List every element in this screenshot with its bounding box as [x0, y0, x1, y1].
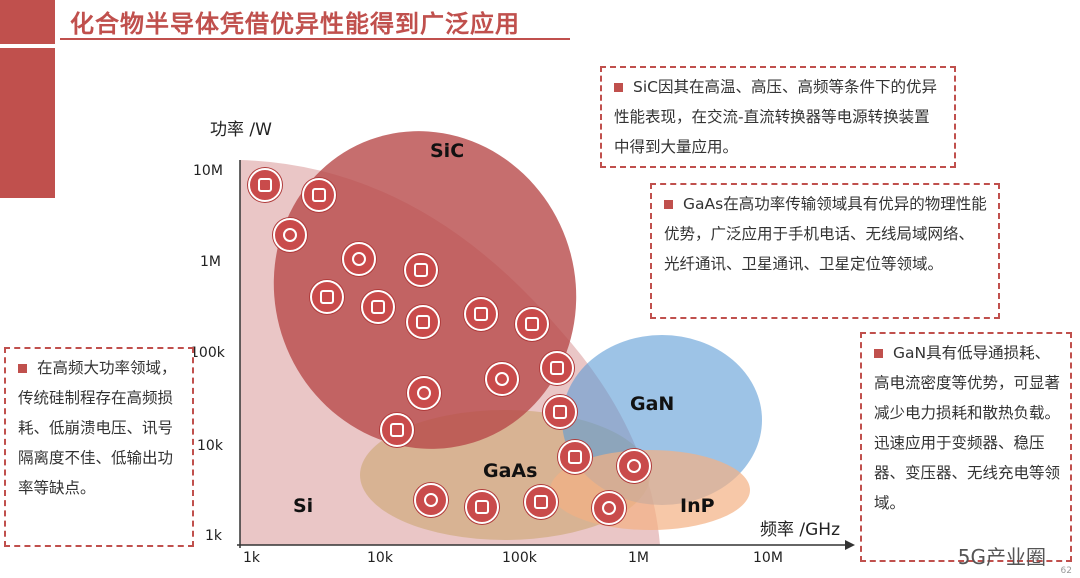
car-icon — [404, 253, 438, 287]
x-tick-1k: 1k — [243, 550, 261, 566]
gan-description-text: GaN具有低导通损耗、高电流密度等优势，可显著减少电力损耗和散热负载。迅速应用于… — [874, 344, 1061, 512]
y-tick-1k: 1k — [205, 528, 223, 544]
x-axis-arrow — [845, 540, 855, 550]
si-label: Si — [293, 495, 314, 517]
title-underline — [60, 38, 570, 40]
page-title: 化合物半导体凭借优异性能得到广泛应用 — [70, 10, 520, 38]
light-bulb-icon — [543, 395, 577, 429]
si-description-box: 在高频大功率领域，传统硅制程存在高频损耗、低崩溃电压、讯号隔离度不佳、低输出功率… — [4, 347, 194, 547]
microwave-icon — [380, 413, 414, 447]
solar-inverter-icon — [407, 376, 441, 410]
x-tick-10m: 10M — [753, 550, 783, 566]
title-accent-bar — [0, 0, 55, 44]
y-tick-10k: 10k — [197, 438, 223, 454]
truck-icon — [406, 305, 440, 339]
bullet-icon — [18, 364, 27, 373]
y-axis-label: 功率 /W — [210, 120, 272, 140]
plug-icon — [465, 490, 499, 524]
mobile-sms-icon — [540, 351, 574, 385]
x-tick-10k: 10k — [367, 550, 393, 566]
si-description-text: 在高频大功率领域，传统硅制程存在高频损耗、低崩溃电压、讯号隔离度不佳、低输出功率… — [18, 359, 177, 497]
sic-description-box: SiC因其在高温、高压、高频等条件下的优异性能表现，在交流-直流转换器等电源转换… — [600, 66, 956, 168]
bullet-icon — [614, 83, 623, 92]
wind-turbine-icon — [273, 218, 307, 252]
page-number: 62 — [1060, 566, 1072, 576]
solar-panel-icon — [342, 242, 376, 276]
bullet-icon — [874, 349, 883, 358]
gaas-description-box: GaAs在高功率传输领域具有优异的物理性能优势，广泛应用于手机电话、无线局域网络… — [650, 183, 1000, 319]
satellite-dish-icon — [592, 491, 626, 525]
inp-label: InP — [680, 495, 715, 517]
gan-label: GaN — [630, 393, 675, 415]
electric-car-icon — [515, 307, 549, 341]
obc-charger-icon — [485, 362, 519, 396]
side-accent-bar — [0, 48, 55, 198]
bullet-icon — [664, 200, 673, 209]
fan-icon — [414, 483, 448, 517]
y-tick-1m: 1M — [200, 254, 221, 270]
gaas-description-text: GaAs在高功率传输领域具有优异的物理性能优势，广泛应用于手机电话、无线局域网络… — [664, 195, 987, 273]
gan-description-box: GaN具有低导通损耗、高电流密度等优势，可显著减少电力损耗和散热负载。迅速应用于… — [860, 332, 1072, 562]
x-tick-1m: 1M — [628, 550, 649, 566]
gaas-label: GaAs — [483, 460, 538, 482]
y-tick-100k: 100k — [190, 345, 225, 361]
x-axis-label: 频率 /GHz — [760, 520, 841, 540]
sic-description-text: SiC因其在高温、高压、高频等条件下的优异性能表现，在交流-直流转换器等电源转换… — [614, 78, 937, 156]
train-icon — [302, 178, 336, 212]
power-tower-icon — [248, 168, 282, 202]
watermark-text: 5G产业圈 — [957, 545, 1046, 569]
monitor-icon — [558, 440, 592, 474]
tractor-icon — [361, 290, 395, 324]
y-tick-10m: 10M — [193, 163, 223, 179]
sic-label: SiC — [430, 140, 465, 162]
x-tick-100k: 100k — [502, 550, 537, 566]
server-icon — [524, 485, 558, 519]
satellite-icon — [617, 449, 651, 483]
charging-station-icon — [464, 297, 498, 331]
conveyor-icon — [310, 280, 344, 314]
